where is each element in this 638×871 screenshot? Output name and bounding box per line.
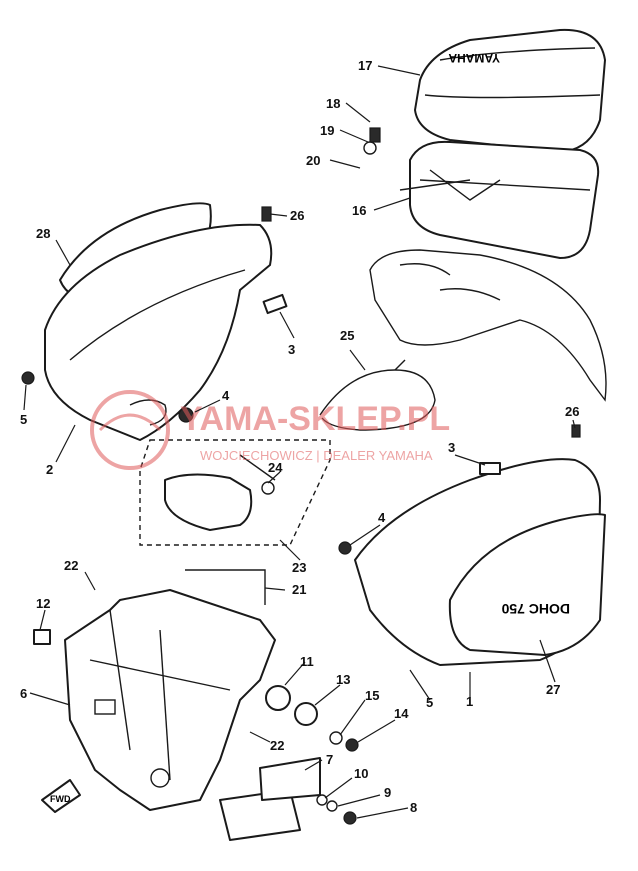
callout-3-left: 3 (288, 342, 295, 357)
brand-logo-text: YAMAHA (448, 51, 500, 65)
dealer-watermark: YAMA-SKLEP.PL WOJCIECHOWICZ | DEALER YAM… (90, 390, 450, 470)
side-cover-right: DOHC 750 (354, 458, 606, 666)
callout-25: 25 (340, 328, 354, 343)
forward-arrow: FWD (41, 779, 81, 813)
callout-5-left: 5 (20, 412, 27, 427)
callout-12: 12 (36, 596, 50, 611)
callout-17: 17 (358, 58, 372, 73)
model-emblem-text: DOHC 750 (501, 601, 570, 617)
callout-5-right: 5 (426, 695, 433, 710)
air-cleaner-case (399, 140, 600, 259)
fuel-tank-outline (369, 249, 607, 402)
callout-23: 23 (292, 560, 306, 575)
callout-18: 18 (326, 96, 340, 111)
small-parts (21, 127, 581, 841)
callout-2: 2 (46, 462, 53, 477)
callout-28: 28 (36, 226, 50, 241)
callout-14: 14 (394, 706, 409, 721)
battery-box (64, 589, 276, 811)
callout-4-left: 4 (222, 388, 230, 403)
air-cleaner-cover: YAMAHA (414, 28, 606, 153)
callout-21: 21 (292, 582, 306, 597)
callout-16: 16 (352, 203, 366, 218)
callout-26-left: 26 (290, 208, 304, 223)
callout-26-right: 26 (565, 404, 579, 419)
side-cover-left (44, 202, 273, 441)
callout-labels: 17 18 19 20 16 28 26 3 5 4 2 25 26 3 24 … (20, 58, 579, 815)
watermark-title: YAMA-SKLEP.PL (180, 400, 450, 438)
callout-19: 19 (320, 123, 334, 138)
cable (319, 359, 436, 431)
tool-kit-group (139, 439, 331, 546)
callout-24: 24 (268, 460, 283, 475)
callout-11: 11 (300, 654, 314, 669)
callout-3-right: 3 (448, 440, 455, 455)
leader-lines (23, 65, 576, 819)
callout-1: 1 (466, 694, 473, 709)
callout-6: 6 (20, 686, 27, 701)
callout-22-bottom: 22 (270, 738, 284, 753)
callout-20: 20 (306, 153, 320, 168)
callout-13: 13 (336, 672, 350, 687)
callout-15: 15 (365, 688, 379, 703)
callout-4-right: 4 (378, 510, 386, 525)
callout-8: 8 (410, 800, 417, 815)
callout-9: 9 (384, 785, 391, 800)
fwd-label: FWD (50, 794, 71, 804)
watermark-subtitle: WOJCIECHOWICZ | DEALER YAMAHA (200, 448, 433, 463)
callout-27: 27 (546, 682, 560, 697)
callout-22-top: 22 (64, 558, 78, 573)
callout-10: 10 (354, 766, 368, 781)
callout-7: 7 (326, 752, 333, 767)
